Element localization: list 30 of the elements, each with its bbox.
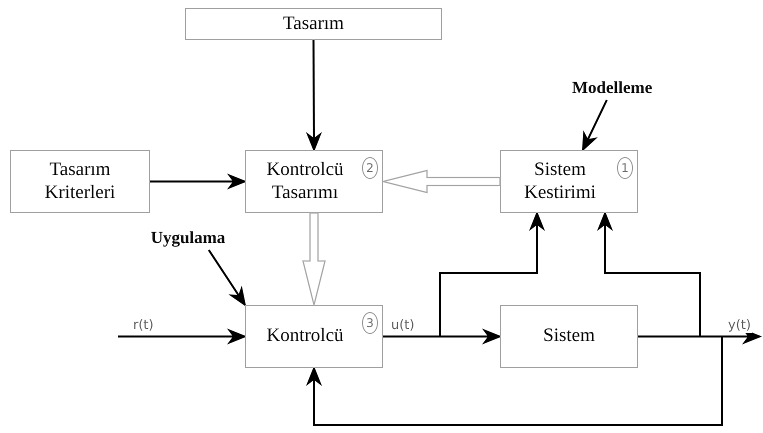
leader-arrow — [582, 100, 608, 152]
block-box — [10, 150, 150, 213]
arrow — [306, 336, 723, 426]
arrow — [383, 211, 545, 338]
annotation-label: Uygulama — [150, 228, 226, 248]
hollow-arrow — [382, 170, 501, 194]
leader-arrow — [208, 249, 246, 307]
signal-label: u(t) — [390, 318, 416, 333]
signal-label: r(t) — [132, 318, 155, 333]
block-box — [245, 150, 383, 213]
block-label: Sistem — [543, 325, 595, 348]
arrow — [597, 211, 701, 338]
arrow — [118, 328, 247, 344]
arrow — [306, 40, 322, 152]
arrow — [150, 174, 247, 190]
step-number: 2 — [362, 157, 378, 179]
block-label: Tasarım Kriterleri — [44, 158, 116, 204]
annotation-label: Modelleme — [572, 78, 652, 98]
signal-label: y(t) — [727, 318, 752, 333]
block-box — [500, 150, 638, 213]
block-label: Kontrolcü — [266, 325, 344, 348]
step-number: 1 — [617, 157, 633, 179]
block-box — [185, 8, 442, 40]
block-label: Sistem Kestirimi — [523, 158, 597, 204]
block-box — [245, 305, 383, 368]
block-box — [500, 305, 638, 368]
hollow-arrow — [302, 212, 326, 306]
block-label: Tasarım — [283, 12, 344, 36]
step-number: 3 — [362, 312, 378, 334]
block-label: Kontrolcü Tasarımı — [265, 158, 345, 204]
